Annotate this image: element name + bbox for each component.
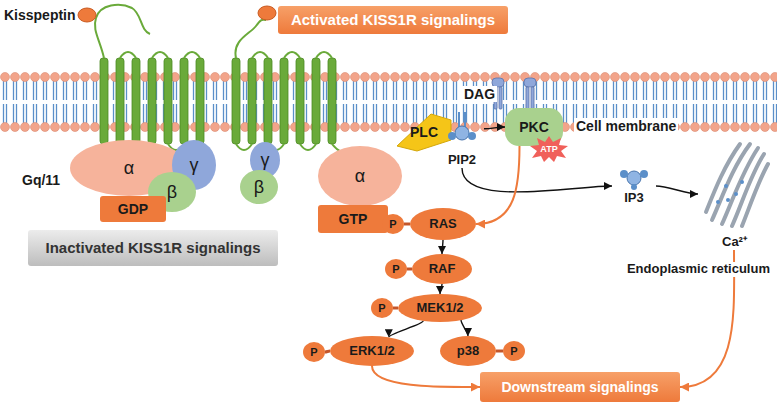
messenger-molecule-outline — [612, 166, 656, 190]
text-label: Endoplasmic reticulum — [625, 262, 772, 277]
receptor-inactive — [100, 58, 204, 144]
node-text: α — [124, 158, 134, 179]
text-label: Gq/11 — [22, 172, 60, 188]
signal-arrow — [656, 186, 698, 194]
signal-arrow — [462, 168, 612, 192]
phospho-link — [496, 350, 503, 353]
nucleotide-box: GDP — [100, 196, 166, 222]
node-text: P — [378, 302, 385, 315]
kisspeptin-ligand — [258, 6, 276, 20]
node-text: α — [355, 166, 365, 187]
outcome-banner: Downstream signalings — [480, 372, 680, 402]
node-text: Inactivated KISS1R signalings — [45, 239, 260, 256]
kinase-box: PKC — [505, 108, 563, 146]
node-text: p38 — [457, 344, 479, 359]
lipid-molecule-outline — [440, 112, 484, 142]
phosphate-circle: P — [303, 342, 325, 362]
receptor-loops — [95, 5, 202, 161]
atp-star: ATP — [530, 136, 568, 162]
g-protein-subunit: α — [318, 146, 402, 206]
node-text: β — [167, 182, 177, 203]
node-text: P — [389, 218, 396, 231]
node-text: P — [510, 345, 517, 358]
status-banner: Inactivated KISS1R signalings — [28, 230, 278, 266]
messenger-molecule: IP3 — [612, 166, 656, 206]
node-text: Activated KISS1R signalings — [291, 11, 495, 28]
text-label: DAG — [462, 86, 497, 102]
node-text: PKC — [519, 119, 549, 135]
node-text: γ — [261, 150, 270, 171]
phosphate-circle: P — [385, 259, 407, 279]
node-text: γ — [190, 155, 199, 176]
node-text: Ca²⁺ — [722, 235, 747, 250]
kinase-ellipse: p38 — [440, 336, 496, 366]
node-text: GDP — [118, 201, 148, 217]
node-text: β — [254, 177, 264, 198]
kinase-ellipse: RAS — [410, 208, 476, 240]
phosphate-circle: P — [382, 214, 404, 234]
kisspeptin-ligand — [78, 8, 96, 22]
text-label: Cell membrane — [574, 118, 678, 134]
signal-arrow — [442, 240, 443, 254]
node-text: Downstream signalings — [501, 379, 658, 395]
signal-arrow — [476, 146, 520, 224]
phosphate-circle: P — [371, 298, 393, 318]
organelle-shape-outline — [698, 138, 770, 230]
node-text: ATP — [540, 144, 557, 154]
node-text: GTP — [339, 211, 368, 227]
kinase-ellipse: MEK1/2 — [398, 294, 482, 322]
node-text: ERK1/2 — [349, 344, 395, 359]
node-text: MEK1/2 — [417, 301, 464, 316]
g-protein-subunit: β — [240, 170, 278, 204]
receptor-loops — [235, 20, 348, 156]
node-text: RAS — [429, 217, 456, 232]
signal-arrow — [461, 320, 468, 336]
signal-arrow — [372, 366, 480, 387]
enzyme-shape: PLC — [395, 112, 453, 152]
node-text: P — [392, 263, 399, 276]
phosphate-circle: P — [503, 341, 525, 361]
status-banner: Activated KISS1R signalings — [278, 6, 508, 34]
nucleotide-box: GTP — [318, 205, 388, 233]
receptor-active — [232, 58, 336, 144]
node-text: RAF — [429, 262, 456, 277]
organelle-shape: Ca²⁺ — [698, 138, 770, 250]
signal-arrow — [484, 127, 505, 129]
lipid-molecule: PIP2 — [440, 112, 484, 168]
node-text: PLC — [410, 124, 438, 140]
signal-arrow — [440, 284, 442, 294]
node-text: P — [310, 346, 317, 359]
text-label: Kisspeptin — [4, 7, 76, 23]
signal-arrow — [389, 321, 423, 337]
dag-lipid — [492, 78, 536, 109]
kinase-ellipse: RAF — [412, 254, 472, 284]
node-text: PIP2 — [447, 153, 477, 168]
kinase-ellipse: ERK1/2 — [330, 336, 414, 366]
node-text: IP3 — [624, 191, 644, 206]
